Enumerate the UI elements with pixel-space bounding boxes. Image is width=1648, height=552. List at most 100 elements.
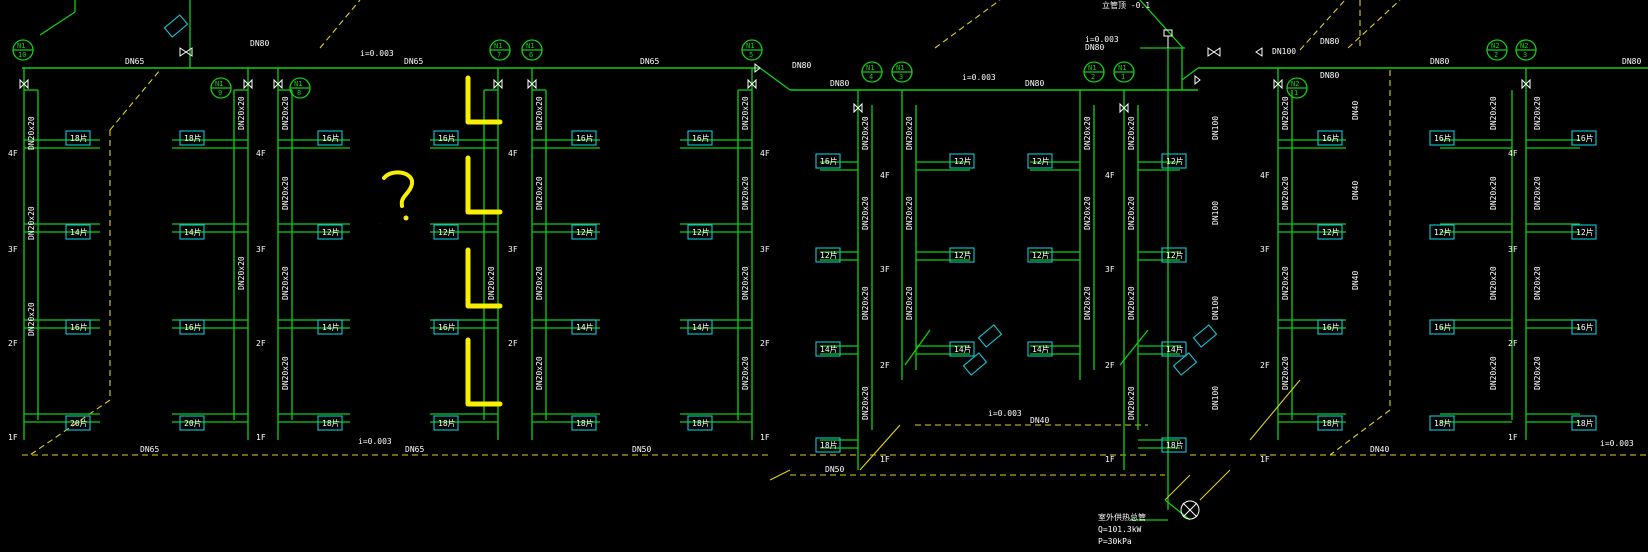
radiator-label: 12片 xyxy=(438,227,456,237)
svg-text:7: 7 xyxy=(497,51,501,59)
radiator-label: 14片 xyxy=(820,344,838,354)
radiator-label: 16片 xyxy=(438,322,456,332)
svg-text:4: 4 xyxy=(869,73,873,81)
svg-text:6: 6 xyxy=(529,51,533,59)
svg-text:N1: N1 xyxy=(896,64,904,72)
radiator-label: 12片 xyxy=(692,227,710,237)
slope-label: i=0.003 xyxy=(358,437,392,446)
floor-label: 3F xyxy=(880,265,890,274)
floor-label: 1F xyxy=(760,433,770,442)
pipe-size-label: DN65 xyxy=(640,57,659,66)
radiator-box xyxy=(1571,319,1597,335)
riser-tag: N2 3 xyxy=(1515,39,1537,61)
radiator-label: 12片 xyxy=(576,227,594,237)
radiator-label: 12片 xyxy=(1434,227,1452,237)
floor-label: 2F xyxy=(1260,361,1270,370)
svg-text:DN20x20: DN20x20 xyxy=(281,96,290,130)
riser-tag: N1 5 xyxy=(741,39,763,61)
pressure-note: P=30kPa xyxy=(1098,537,1132,546)
risers-left xyxy=(23,68,753,440)
floor-label: 2F xyxy=(256,339,266,348)
floor-label: 2F xyxy=(508,339,518,348)
radiator-boxes xyxy=(65,14,1597,453)
floor-label: 3F xyxy=(256,245,266,254)
svg-text:DN20x20: DN20x20 xyxy=(535,356,544,390)
radiator-box xyxy=(1161,341,1187,357)
svg-text:N1: N1 xyxy=(1118,64,1126,72)
radiator-box xyxy=(1571,224,1597,240)
radiator-label: 16片 xyxy=(438,133,456,143)
svg-text:DN20x20: DN20x20 xyxy=(1083,196,1092,230)
svg-text:3: 3 xyxy=(899,73,903,81)
svg-text:DN20x20: DN20x20 xyxy=(905,286,914,320)
svg-text:N2: N2 xyxy=(1491,42,1499,50)
radiator-box xyxy=(1027,247,1053,263)
radiator-label: 16片 xyxy=(820,156,838,166)
svg-text:DN20x20: DN20x20 xyxy=(237,256,246,290)
floor-label: 4F xyxy=(256,149,266,158)
radiator-box xyxy=(949,341,975,357)
radiator-label: 12片 xyxy=(1166,156,1184,166)
slope-label: i=0.003 xyxy=(962,73,996,82)
floor-label: 4F xyxy=(1508,149,1518,158)
radiator-box xyxy=(1317,415,1343,431)
svg-text:DN20x20: DN20x20 xyxy=(741,96,750,130)
slope-label: i=0.003 xyxy=(988,409,1022,418)
radiator-box xyxy=(687,319,713,335)
svg-text:DN100: DN100 xyxy=(1211,296,1220,320)
radiator-label: 18片 xyxy=(692,418,710,428)
pipe-size-label: DN100 xyxy=(1272,47,1296,56)
svg-text:DN20x20: DN20x20 xyxy=(741,266,750,300)
radiator-label: 16片 xyxy=(692,133,710,143)
svg-text:DN100: DN100 xyxy=(1211,116,1220,140)
pipe-size-label: DN80 xyxy=(1430,57,1449,66)
svg-text:1: 1 xyxy=(1294,89,1298,97)
radiator-box xyxy=(1429,319,1455,335)
floor-label: 1F xyxy=(880,455,890,464)
svg-text:3: 3 xyxy=(1523,51,1527,59)
svg-text:DN20x20: DN20x20 xyxy=(27,302,36,336)
svg-text:1: 1 xyxy=(1121,73,1125,81)
radiator-label: 14片 xyxy=(322,322,340,332)
radiator-label: 14片 xyxy=(954,344,972,354)
svg-text:DN40: DN40 xyxy=(1351,271,1360,290)
radiator-box xyxy=(571,415,597,431)
radiator-box xyxy=(179,319,205,335)
svg-text:10: 10 xyxy=(18,51,26,59)
pipe-size-label: DN80 xyxy=(1025,79,1044,88)
radiator-label: 12片 xyxy=(1322,227,1340,237)
radiator-label: 16片 xyxy=(1322,322,1340,332)
floor-label: 4F xyxy=(880,171,890,180)
svg-text:DN20x20: DN20x20 xyxy=(281,176,290,210)
svg-text:DN20x20: DN20x20 xyxy=(27,206,36,240)
svg-text:DN20x20: DN20x20 xyxy=(861,196,870,230)
svg-text:DN20x20: DN20x20 xyxy=(741,356,750,390)
svg-text:DN20x20: DN20x20 xyxy=(535,96,544,130)
svg-text:DN40: DN40 xyxy=(1351,181,1360,200)
riser-tag: N2 1 xyxy=(1286,77,1308,99)
radiator-box xyxy=(1571,130,1597,146)
radiator-box xyxy=(687,224,713,240)
radiator-box xyxy=(433,415,459,431)
entry-note: 室外供热总管 xyxy=(1098,512,1146,522)
pipe-size-label: DN40 xyxy=(1030,416,1049,425)
pipe-size-label: DN80 xyxy=(250,39,269,48)
svg-text:N2: N2 xyxy=(1291,80,1299,88)
svg-text:DN20x20: DN20x20 xyxy=(1533,356,1542,390)
radiator-box xyxy=(815,341,841,357)
diagonal-branches xyxy=(769,329,1301,521)
radiator-box xyxy=(1027,341,1053,357)
radiator-box xyxy=(571,319,597,335)
radiator-label: 18片 xyxy=(70,133,88,143)
radiator-label: 16片 xyxy=(1576,133,1594,143)
svg-text:DN20x20: DN20x20 xyxy=(1489,96,1498,130)
pipe-size-label: DN65 xyxy=(140,445,159,454)
radiator-box xyxy=(1429,130,1455,146)
floor-label: 1F xyxy=(1508,433,1518,442)
radiator-box xyxy=(1429,415,1455,431)
svg-text:DN20x20: DN20x20 xyxy=(27,116,36,150)
heat-load-note: Q=101.3kW xyxy=(1098,525,1142,534)
radiator-label: 14片 xyxy=(70,227,88,237)
svg-text:DN20x20: DN20x20 xyxy=(1533,266,1542,300)
riser-tag: N1 2 xyxy=(1083,61,1105,83)
